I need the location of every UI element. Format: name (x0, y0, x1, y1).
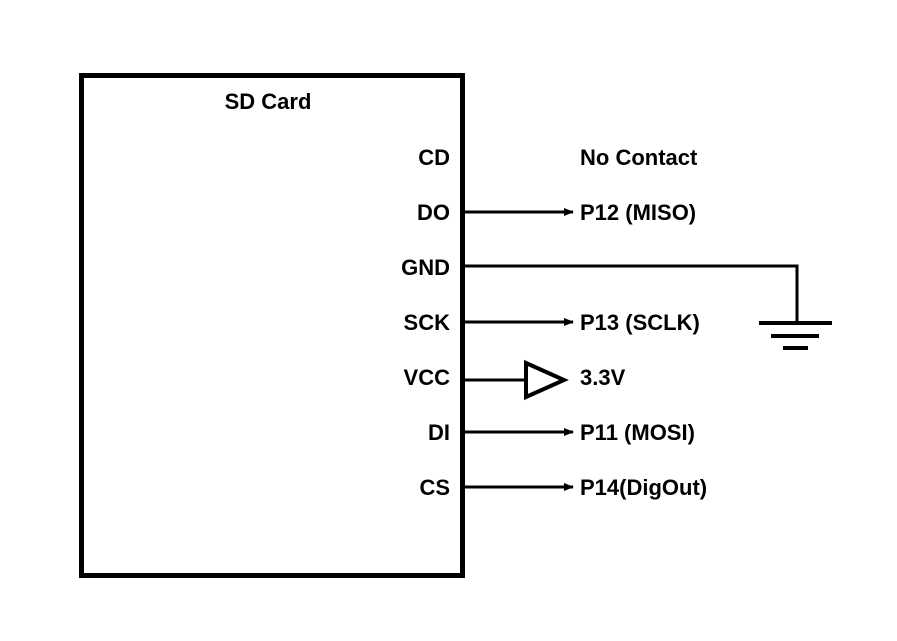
sd-card-title: SD Card (224, 89, 312, 114)
pin-label-cs: CS (419, 475, 450, 500)
pin-label-di: DI (428, 420, 450, 445)
net-label-do: P12 (MISO) (580, 200, 697, 225)
pin-label-gnd: GND (401, 255, 450, 280)
sd-card-block (79, 73, 465, 578)
pin-label-do: DO (417, 200, 450, 225)
pin-label-sck: SCK (403, 310, 450, 335)
net-label-sck: P13 (SCLK) (580, 310, 700, 335)
net-label-cs: P14(DigOut) (580, 475, 708, 500)
supply-triangle-icon (524, 359, 569, 401)
net-label-cd: No Contact (580, 145, 698, 170)
net-label-vcc: 3.3V (580, 365, 626, 390)
net-label-di: P11 (MOSI) (580, 420, 695, 445)
wire-gnd (460, 264, 799, 322)
pin-label-cd: CD (418, 145, 450, 170)
pin-label-vcc: VCC (403, 365, 450, 390)
ground-icon (759, 321, 832, 350)
